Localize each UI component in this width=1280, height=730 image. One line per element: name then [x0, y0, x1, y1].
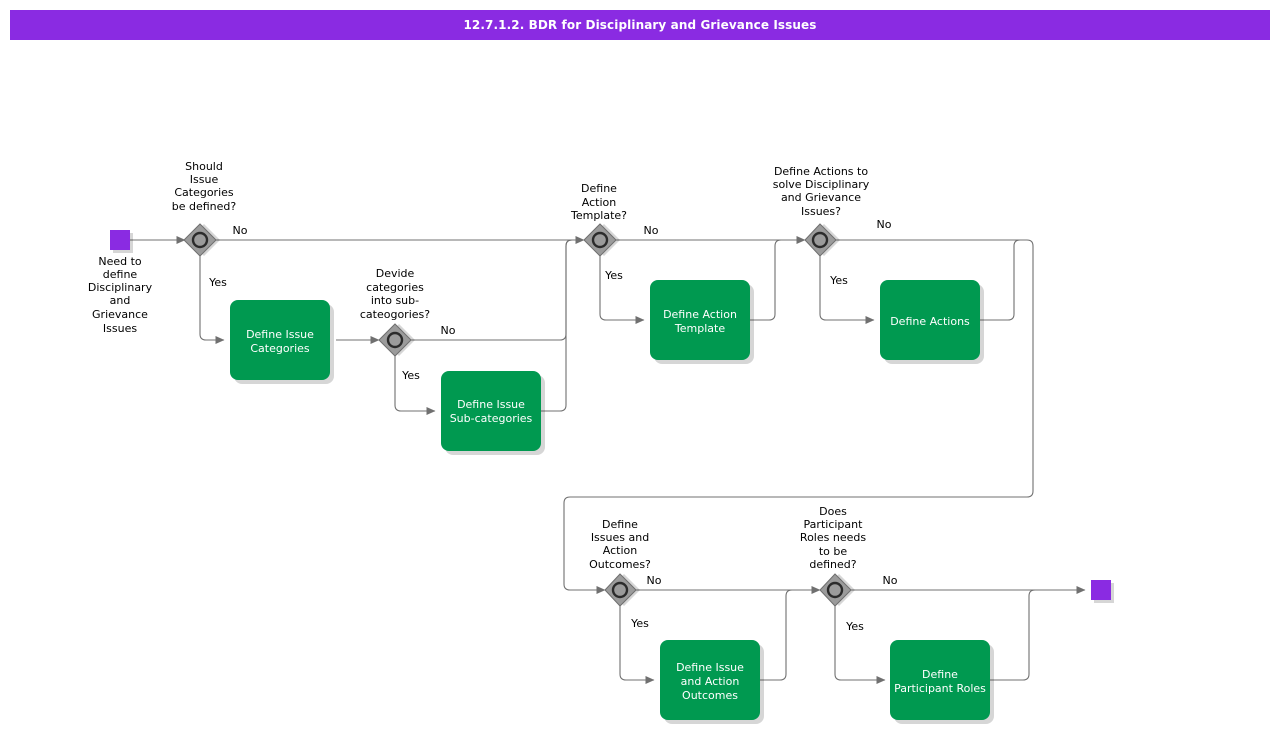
edge-gw2-yes-to-t2	[394, 356, 436, 415]
edge-t4-to-merge	[980, 239, 1027, 321]
edge-label-gw4-yes: Yes	[829, 274, 848, 287]
edge-gw3-yes-to-t3	[599, 256, 645, 324]
gateway-label-line: Action	[603, 544, 637, 557]
gateway-define-actions-to-solve-issues[interactable]: Define Actions to solve Disciplinary and…	[773, 165, 870, 257]
gateway-label-line: Should	[185, 160, 223, 173]
gateway-label-line: Issues?	[801, 205, 841, 218]
gateway-define-action-template[interactable]: Define Action Template?	[570, 182, 627, 257]
edge-label-gw6-no: No	[883, 574, 898, 587]
gateway-does-participant-roles-need-defined[interactable]: Does Participant Roles needs to be defin…	[800, 505, 866, 607]
edge-t5-to-merge	[760, 589, 820, 681]
start-event-label-line: and	[110, 294, 131, 307]
edge-label-gw2-no: No	[441, 324, 456, 337]
edge-gw6-yes-to-t6	[834, 606, 886, 684]
gateway-label-line: and Grievance	[781, 191, 861, 204]
edge-gw4-yes-to-t4	[819, 256, 875, 324]
gateway-label-line: to be	[819, 545, 848, 558]
task-label-line: Define Issue	[676, 661, 744, 674]
task-define-issue-categories[interactable]: Define Issue Categories	[230, 300, 334, 384]
gateway-label-line: Does	[819, 505, 847, 518]
edge-gw5-yes-to-t5	[619, 606, 655, 684]
task-label-line: Define Issue	[457, 398, 525, 411]
task-define-actions[interactable]: Define Actions	[880, 280, 984, 364]
gateway-label-line: Issues and	[591, 531, 649, 544]
gateway-layer: Should Issue Categories be defined? Devi…	[172, 160, 870, 607]
gateway-label-line: Define Actions to	[774, 165, 868, 178]
gateway-label-line: Outcomes?	[589, 558, 651, 571]
task-label-line: Categories	[250, 342, 310, 355]
edge-gw2-no	[411, 239, 584, 341]
task-define-action-template[interactable]: Define Action Template	[650, 280, 754, 364]
start-event[interactable]: Need to define Disciplinary and Grievanc…	[88, 230, 153, 335]
task-define-issue-sub-categories[interactable]: Define Issue Sub-categories	[441, 371, 545, 455]
start-event-label-line: Issues	[103, 322, 137, 335]
start-event-label-line: define	[103, 268, 138, 281]
task-label-line: Define Issue	[246, 328, 314, 341]
gateway-define-issues-and-action-outcomes[interactable]: Define Issues and Action Outcomes?	[589, 518, 651, 607]
task-label-line: Outcomes	[682, 689, 738, 702]
task-define-participant-roles[interactable]: Define Participant Roles	[890, 640, 994, 724]
edge-label-gw6-yes: Yes	[845, 620, 864, 633]
page-title: 12.7.1.2. BDR for Disciplinary and Griev…	[463, 18, 817, 32]
gateway-label-line: cateogories?	[360, 308, 430, 321]
task-layer: Define Issue Categories Define Issue Sub…	[230, 280, 994, 724]
window-title-bar: 12.7.1.2. BDR for Disciplinary and Griev…	[10, 10, 1270, 40]
edge-label-layer: No Yes No Yes No Yes No Yes No Yes No Ye…	[208, 218, 898, 633]
edge-label-gw3-no: No	[644, 224, 659, 237]
connector-layer	[130, 236, 1086, 684]
edge-label-gw1-no: No	[233, 224, 248, 237]
gateway-label-line: Define	[581, 182, 617, 195]
edge-label-gw2-yes: Yes	[401, 369, 420, 382]
end-event[interactable]	[1091, 580, 1114, 603]
edge-label-gw3-yes: Yes	[604, 269, 623, 282]
gateway-label-line: solve Disciplinary	[773, 178, 870, 191]
task-label-line: Define	[922, 668, 958, 681]
task-label-line: Template	[674, 322, 725, 335]
gateway-label-line: categories	[366, 281, 424, 294]
edge-label-gw4-no: No	[877, 218, 892, 231]
gateway-label-line: defined?	[809, 558, 856, 571]
task-label-line: and Action	[681, 675, 740, 688]
gateway-label-line: Action	[582, 196, 616, 209]
task-label-line: Define Actions	[890, 315, 970, 328]
edge-t6-to-merge	[989, 589, 1085, 681]
edge-label-gw1-yes: Yes	[208, 276, 227, 289]
start-event-label-line: Disciplinary	[88, 281, 153, 294]
gateway-devide-categories-into-sub-categories[interactable]: Devide categories into sub- cateogories?	[360, 267, 430, 357]
task-label-line: Participant Roles	[894, 682, 986, 695]
edge-label-gw5-yes: Yes	[630, 617, 649, 630]
edge-gw1-yes-to-t1	[199, 256, 225, 344]
task-label-line: Define Action	[663, 308, 737, 321]
gateway-label-line: Participant	[804, 518, 864, 531]
edge-t3-to-merge	[750, 239, 805, 321]
start-event-label-line: Need to	[98, 255, 142, 268]
gateway-label-line: into sub-	[371, 294, 419, 307]
task-define-issue-and-action-outcomes[interactable]: Define Issue and Action Outcomes	[660, 640, 764, 724]
gateway-label-line: Define	[602, 518, 638, 531]
gateway-label-line: Issue	[190, 173, 219, 186]
edge-label-gw5-no: No	[647, 574, 662, 587]
gateway-label-line: be defined?	[172, 200, 237, 213]
terminator-layer: Need to define Disciplinary and Grievanc…	[88, 230, 1114, 603]
gateway-label-line: Roles needs	[800, 531, 866, 544]
gateway-should-issue-categories-be-defined[interactable]: Should Issue Categories be defined?	[172, 160, 237, 257]
edge-t2-to-merge	[541, 239, 573, 412]
start-event-label-line: Grievance	[92, 308, 148, 321]
edge-gw4-no	[563, 239, 1034, 594]
gateway-label-line: Template?	[570, 209, 627, 222]
task-label-line: Sub-categories	[450, 412, 533, 425]
gateway-label-line: Categories	[174, 186, 234, 199]
gateway-label-line: Devide	[376, 267, 415, 280]
